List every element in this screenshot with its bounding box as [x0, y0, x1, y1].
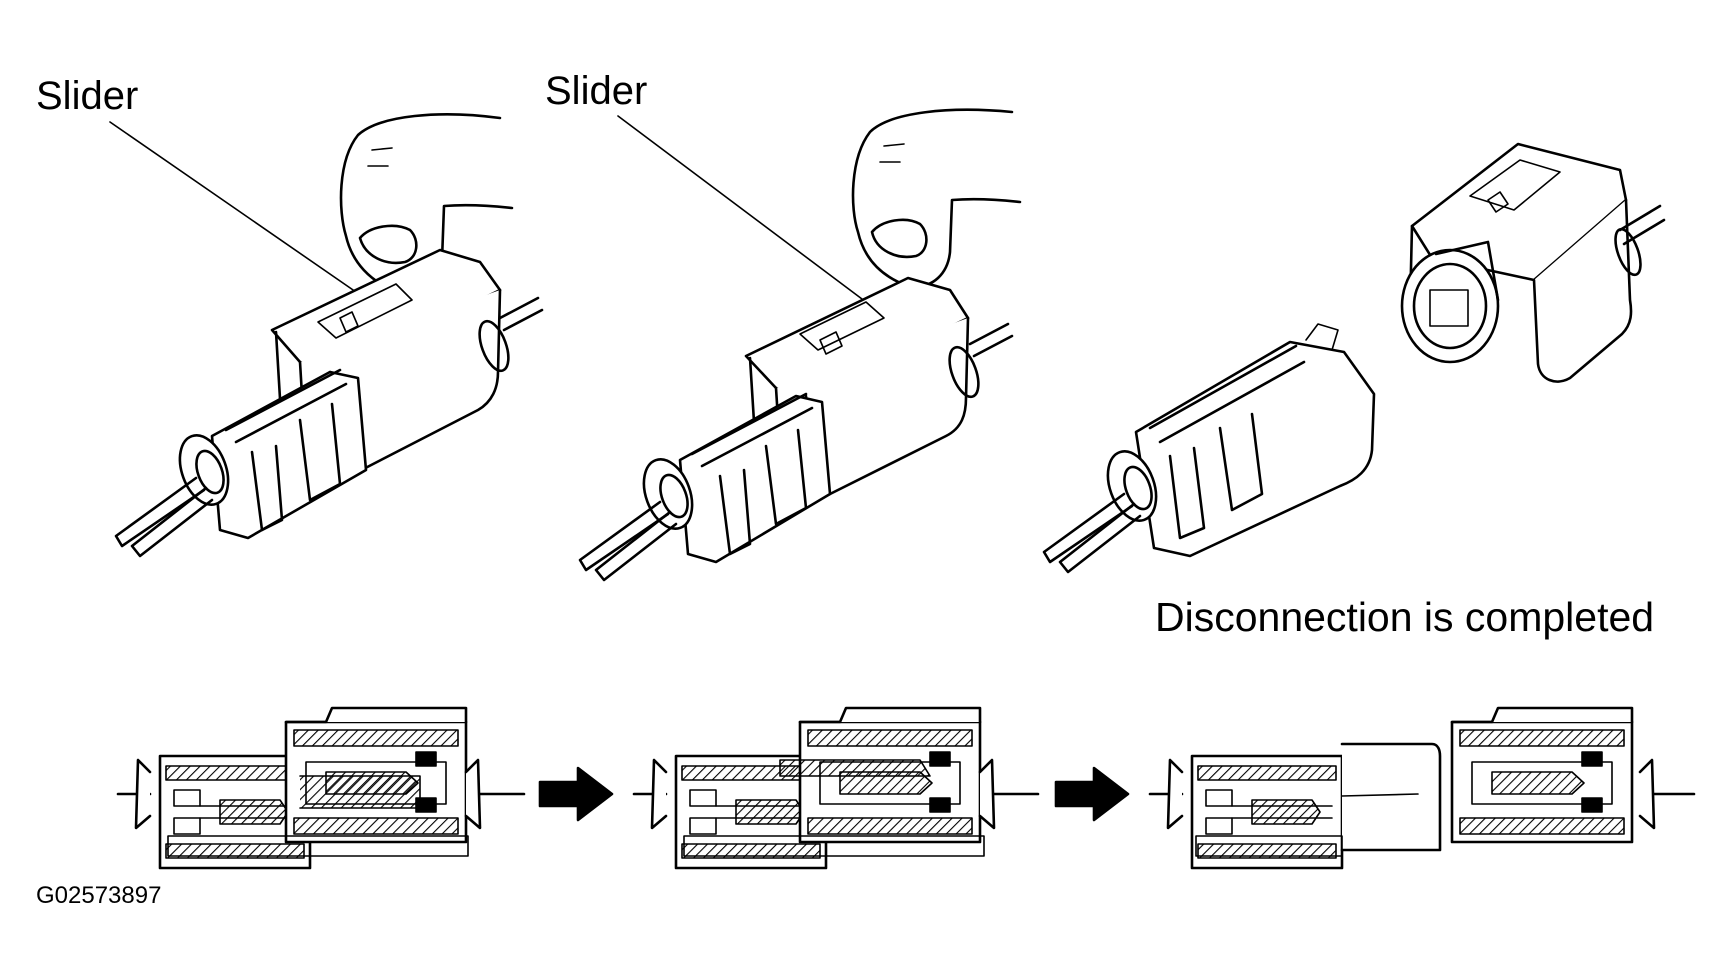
- connector-3-illustration: [1042, 142, 1666, 574]
- cross-section-2: [632, 706, 1040, 870]
- slider-label-middle: Slider: [545, 69, 648, 113]
- connector-2-illustration: [578, 108, 1022, 582]
- right-arrow-icon: [538, 766, 614, 822]
- right-arrow-icon: [1054, 766, 1130, 822]
- slider-label-left: Slider: [36, 74, 139, 118]
- cross-section-1: [116, 706, 526, 870]
- cross-section-3: [1148, 706, 1696, 870]
- connector-1-illustration: [109, 113, 544, 558]
- figure-code: G02573897: [36, 882, 162, 909]
- disconnection-status-label: Disconnection is completed: [1155, 594, 1655, 640]
